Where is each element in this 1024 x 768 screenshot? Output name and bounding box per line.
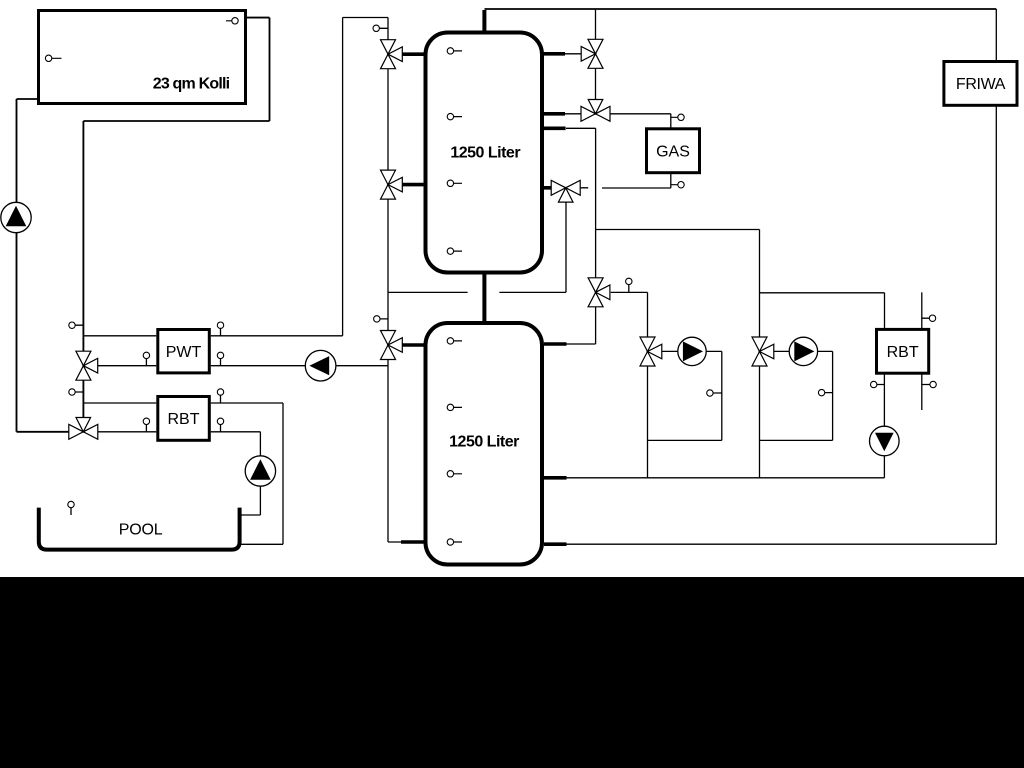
svg-text:FRIWA: FRIWA [956, 76, 1006, 93]
svg-text:1250 Liter: 1250 Liter [449, 434, 519, 451]
svg-text:POOL: POOL [119, 522, 163, 539]
svg-text:RBT: RBT [887, 344, 919, 361]
svg-text:23 qm Kolli: 23 qm Kolli [153, 76, 230, 93]
svg-text:RBT: RBT [168, 411, 200, 428]
svg-text:PWT: PWT [166, 344, 202, 361]
svg-text:GAS: GAS [656, 143, 690, 160]
svg-text:1250 Liter: 1250 Liter [450, 144, 520, 161]
